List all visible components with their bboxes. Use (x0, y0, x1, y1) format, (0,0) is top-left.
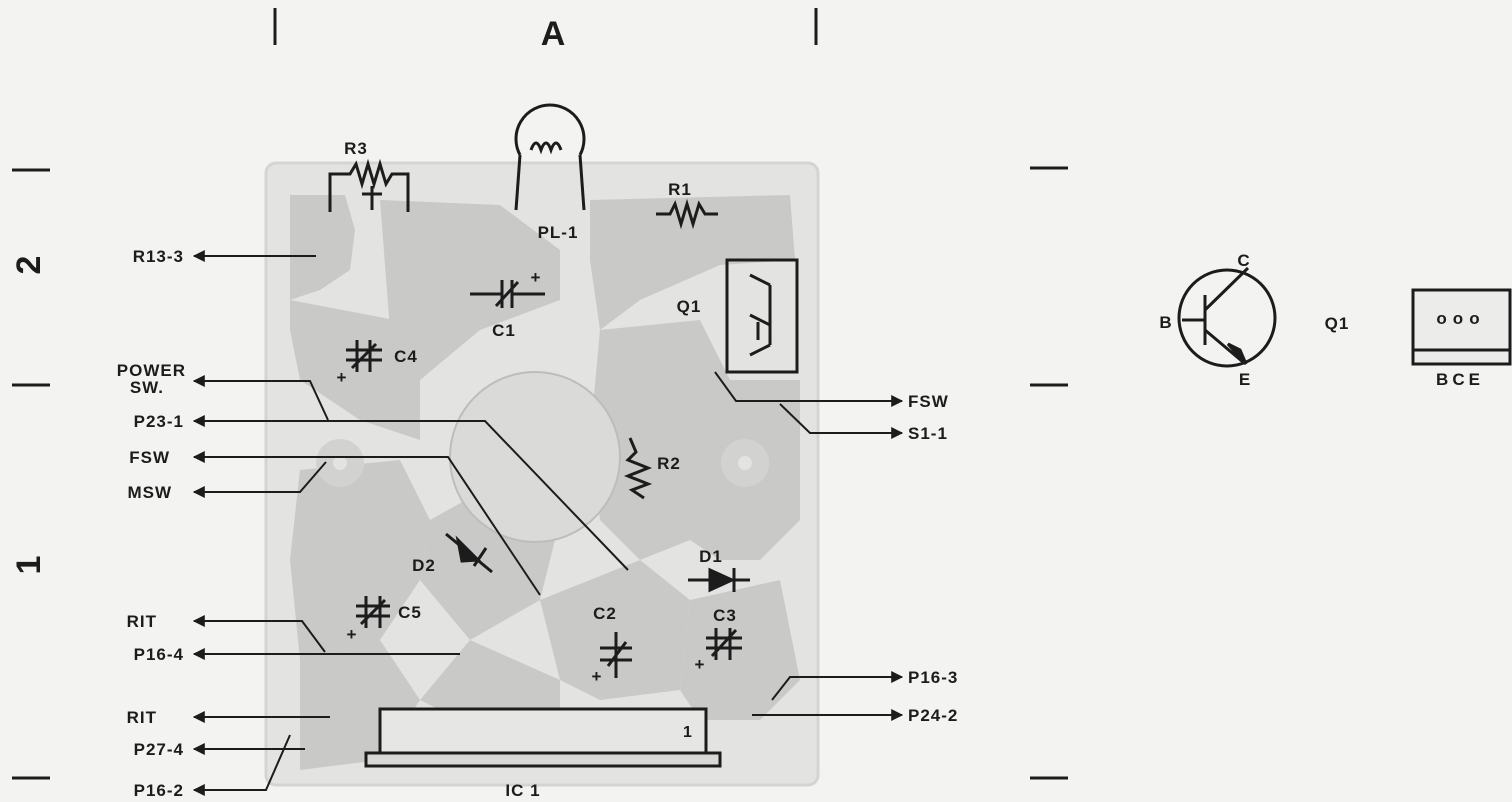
c3-plus: + (695, 655, 706, 674)
grid-frame (12, 8, 1068, 780)
conn-label-p16-4: P16-4 (134, 645, 184, 664)
ic1-label: IC 1 (505, 781, 540, 800)
r1-label: R1 (668, 180, 692, 199)
c5-plus: + (347, 625, 358, 644)
d1-label: D1 (699, 547, 723, 566)
c4-capacitor-symbol (346, 340, 382, 372)
r2-resistor-symbol (623, 437, 653, 500)
conn-label-p16-3: P16-3 (908, 668, 958, 687)
conn-label-s1-1: S1-1 (908, 424, 948, 443)
c1-capacitor-symbol (470, 280, 545, 308)
pl1-lamp-symbol (514, 103, 586, 211)
transistor-package-outline (1411, 288, 1512, 366)
copper-traces (290, 195, 800, 770)
transistor-package-pins: ooo (1436, 309, 1485, 328)
transistor-pinout-label: BCE (1436, 370, 1484, 389)
conn-label-p16-2: P16-2 (134, 781, 184, 800)
transistor-key-symbol (1177, 266, 1277, 368)
conn-label-fsw-right: FSW (908, 392, 949, 411)
c3-label: C3 (713, 606, 737, 625)
conn-label-fsw: FSW (129, 448, 170, 467)
c1-plus: + (531, 268, 542, 287)
ic1-chip (364, 707, 722, 768)
grid-row-label: 2 (10, 256, 48, 275)
conn-label-p23-1: P23-1 (134, 412, 184, 431)
d2-label: D2 (412, 556, 436, 575)
transistor-base-label: B (1159, 313, 1172, 332)
conn-label-msw: MSW (127, 483, 172, 502)
c1-label: C1 (492, 321, 516, 340)
right-leader-lines (714, 371, 904, 721)
grid-row-label: 1 (10, 556, 48, 575)
c3-capacitor-symbol (706, 628, 742, 660)
r2-label: R2 (657, 454, 681, 473)
ic1-pin1-label: 1 (683, 724, 693, 741)
c5-label: C5 (398, 603, 422, 622)
q1-board-symbol (725, 258, 799, 374)
r1-resistor-symbol (656, 198, 718, 230)
conn-label-rit: RIT (127, 612, 157, 631)
conn-label-r13-3: R13-3 (133, 247, 184, 266)
conn-label-p24-2: P24-2 (908, 706, 958, 725)
grid-column-label: A (541, 15, 566, 53)
c4-plus: + (337, 368, 348, 387)
q1-board-label: Q1 (677, 297, 702, 316)
c2-plus: + (592, 667, 603, 686)
c2-label: C2 (593, 604, 617, 623)
c4-label: C4 (394, 347, 418, 366)
transistor-emitter-label: E (1239, 370, 1251, 389)
conn-label-power: POWER (117, 361, 186, 380)
d1-diode-symbol (688, 567, 750, 593)
pl1-label: PL-1 (538, 223, 579, 242)
conn-label-p27-4: P27-4 (134, 740, 184, 759)
transistor-collector-label: C (1237, 251, 1250, 270)
d2-diode-symbol (445, 532, 493, 574)
left-leader-lines (192, 250, 629, 796)
conn-label-rit: RIT (127, 708, 157, 727)
r3-resistor-symbol (328, 158, 410, 212)
conn-label-sw: SW. (130, 378, 164, 397)
c2-capacitor-symbol (600, 632, 632, 678)
r3-label: R3 (344, 139, 368, 158)
transistor-key-title: Q1 (1325, 314, 1350, 333)
c5-capacitor-symbol (356, 596, 390, 628)
